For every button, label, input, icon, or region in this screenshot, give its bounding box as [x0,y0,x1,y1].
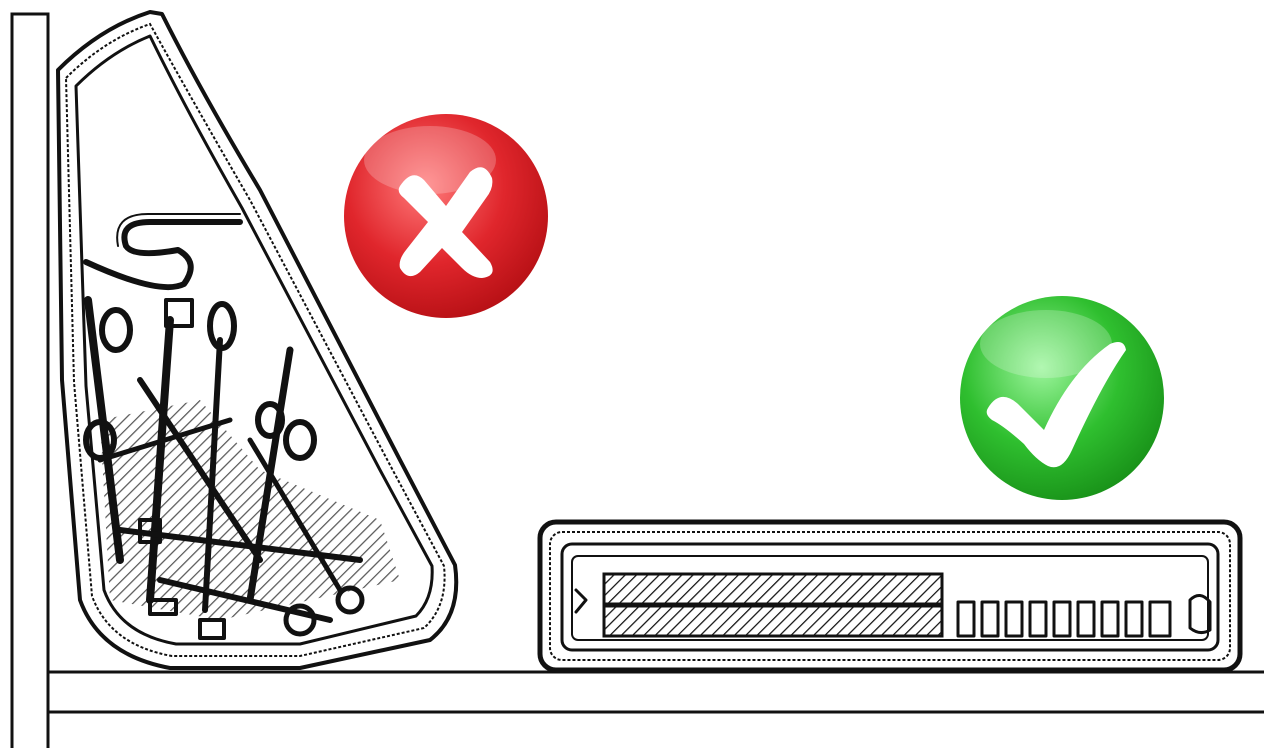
cross-icon [344,114,548,318]
flat-tray-icon [540,522,1240,670]
jumbled-instruments [86,300,400,638]
shelf-wall [12,14,48,748]
overfilled-pouch-icon [58,12,456,668]
checkmark-icon [960,296,1164,500]
aligned-instruments [576,574,1210,636]
